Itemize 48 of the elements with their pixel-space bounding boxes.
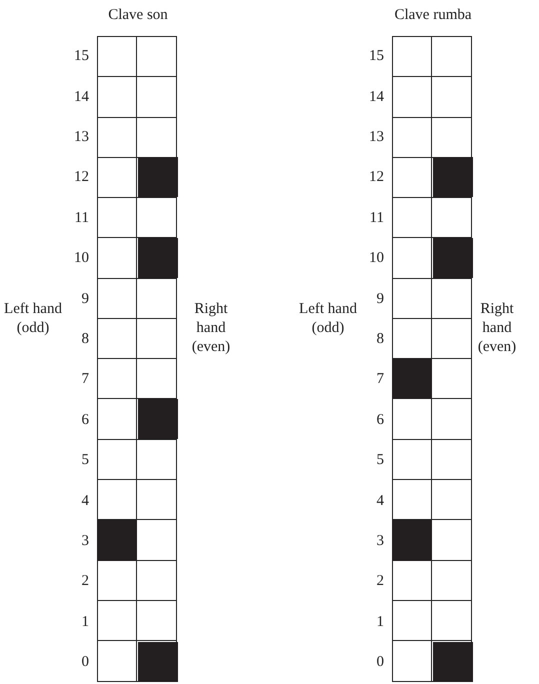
- filled-cell: [433, 238, 473, 278]
- row-number: 6: [376, 410, 384, 430]
- row-number: 1: [376, 612, 384, 632]
- row-number: 7: [80, 370, 89, 390]
- row-number: 2: [80, 572, 89, 592]
- row-number: 3: [80, 532, 89, 551]
- row-number: 12: [368, 168, 384, 188]
- hand-label: Right hand (even): [476, 300, 518, 357]
- row-number: 5: [80, 451, 89, 470]
- grid-title: Clave rumba: [393, 7, 473, 24]
- row-number: 9: [376, 290, 384, 309]
- row-number: 1: [80, 612, 89, 632]
- filled-cell: [138, 642, 178, 682]
- row-number: 6: [80, 410, 89, 430]
- filled-cell: [138, 156, 178, 198]
- row-number: 0: [376, 653, 384, 672]
- filled-cell: [392, 358, 432, 400]
- row-number: 14: [73, 88, 89, 107]
- row-number: 11: [74, 208, 89, 228]
- row-number: 7: [376, 370, 384, 390]
- row-number: 10: [73, 249, 89, 268]
- row-number: 4: [376, 492, 384, 511]
- filled-cell: [138, 399, 178, 440]
- row-number: 5: [376, 451, 384, 470]
- filled-cell: [433, 642, 473, 682]
- row-number: 13: [368, 128, 384, 147]
- filled-cell: [138, 238, 178, 278]
- row-number: 8: [80, 330, 89, 349]
- row-number: 15: [368, 47, 384, 66]
- row-number: 13: [73, 128, 89, 147]
- filled-cell: [392, 520, 432, 561]
- hand-label: Left hand (odd): [3, 300, 63, 338]
- row-number: 2: [376, 572, 384, 592]
- row-number: 9: [80, 290, 89, 309]
- row-number: 4: [80, 492, 89, 511]
- grid-title: Clave son: [107, 7, 169, 24]
- row-number: 14: [368, 88, 384, 107]
- row-number: 12: [73, 168, 89, 188]
- row-number: 3: [376, 532, 384, 551]
- row-number: 11: [368, 208, 384, 228]
- hand-label: Right hand (even): [190, 300, 232, 357]
- hand-label: Left hand (odd): [298, 300, 358, 338]
- row-number: 15: [73, 47, 89, 66]
- row-number: 8: [376, 330, 384, 349]
- filled-cell: [433, 156, 473, 198]
- row-number: 10: [368, 249, 384, 268]
- filled-cell: [96, 520, 136, 561]
- row-number: 0: [80, 653, 89, 672]
